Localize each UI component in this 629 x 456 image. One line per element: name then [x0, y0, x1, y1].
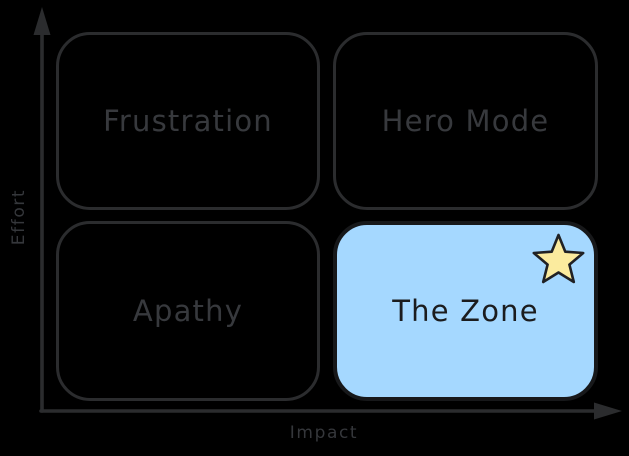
- quadrant-frustration: Frustration: [56, 32, 320, 210]
- y-axis: [33, 7, 51, 413]
- quadrant-label-the-zone: The Zone: [392, 294, 539, 328]
- quadrant-label-hero-mode: Hero Mode: [381, 104, 550, 138]
- quadrant-apathy: Apathy: [56, 221, 320, 401]
- star-icon: [532, 233, 585, 284]
- y-axis-label: Effort: [9, 188, 29, 246]
- x-axis-label: Impact: [289, 423, 359, 443]
- quadrant-hero-mode: Hero Mode: [333, 32, 598, 210]
- quadrant-label-frustration: Frustration: [103, 104, 273, 138]
- quadrant-label-apathy: Apathy: [132, 294, 244, 328]
- y-axis-arrowhead-icon: [33, 7, 51, 35]
- x-axis: [39, 402, 622, 420]
- x-axis-arrowhead-icon: [594, 402, 622, 420]
